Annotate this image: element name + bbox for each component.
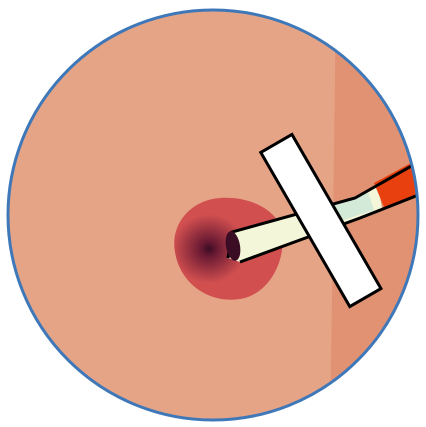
drain-illustration (0, 0, 426, 427)
